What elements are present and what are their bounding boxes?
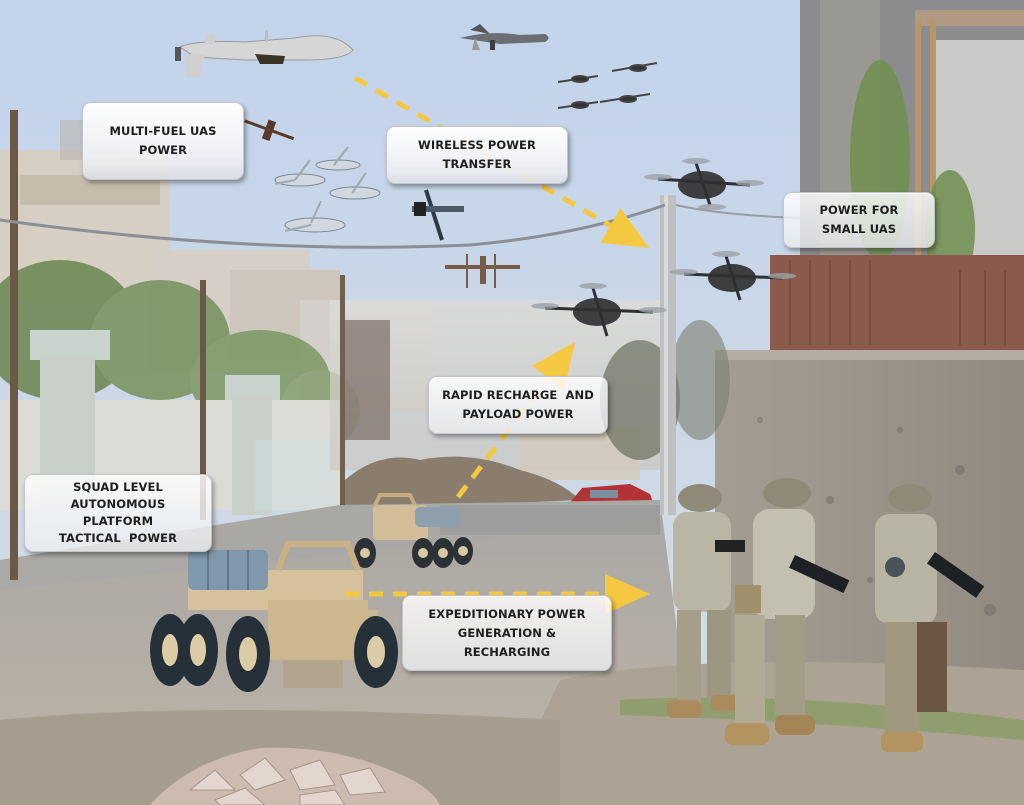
- callout-line: SMALL UAS: [821, 222, 897, 236]
- soldier-icon: [667, 484, 745, 718]
- callout-line: WIRELESS POWER: [418, 138, 536, 152]
- callout-expeditionary-power: EXPEDITIONARY POWER GENERATION & RECHARG…: [402, 595, 612, 671]
- quadcopter-icon: [531, 283, 667, 337]
- uas-icon: [460, 24, 549, 50]
- callout-line: PAYLOAD POWER: [462, 407, 574, 421]
- callout-line: RECHARGING: [463, 644, 551, 659]
- large-ugv-icon: [150, 541, 398, 692]
- soldier-icon: [725, 478, 850, 745]
- callout-line: AUTONOMOUS: [70, 497, 166, 511]
- twin-boom-uas-icon: [445, 254, 520, 288]
- quadcopter-icon: [670, 251, 796, 301]
- callout-line: MULTI-FUEL UAS: [109, 124, 217, 138]
- callout-line: PLATFORM: [82, 514, 154, 528]
- small-uas-icon: [244, 119, 295, 142]
- small-ugv-icon: [354, 493, 473, 568]
- callout-wireless-power-transfer: WIRELESS POWER TRANSFER: [386, 126, 568, 184]
- callout-line: TACTICAL POWER: [58, 531, 178, 545]
- soldier-icon: [875, 484, 985, 752]
- callout-rapid-recharge-payload-power: RAPID RECHARGE AND PAYLOAD POWER: [428, 376, 608, 434]
- callout-line: TRANSFER: [442, 157, 512, 171]
- callout-squad-level-autonomous-platform: SQUAD LEVEL AUTONOMOUS PLATFORM TACTICAL…: [24, 474, 212, 552]
- quadcopter-icon: [644, 158, 764, 210]
- swarm-uas-icon: [274, 146, 381, 233]
- callout-line: POWER: [138, 143, 188, 157]
- swarm-uas-icon: [557, 62, 658, 109]
- callout-line: POWER FOR: [819, 203, 899, 217]
- arrow-wireless-power: [353, 75, 650, 249]
- callout-multi-fuel-uas-power: MULTI-FUEL UAS POWER: [82, 102, 244, 180]
- callout-line: GENERATION &: [457, 625, 557, 640]
- callout-line: RAPID RECHARGE AND: [442, 388, 594, 402]
- callout-line: SQUAD LEVEL: [73, 480, 163, 494]
- callout-line: EXPEDITIONARY POWER: [428, 606, 586, 621]
- small-uas-icon: [412, 189, 464, 241]
- callout-power-for-small-uas: POWER FOR SMALL UAS: [783, 192, 935, 248]
- large-uas-icon: [175, 30, 354, 77]
